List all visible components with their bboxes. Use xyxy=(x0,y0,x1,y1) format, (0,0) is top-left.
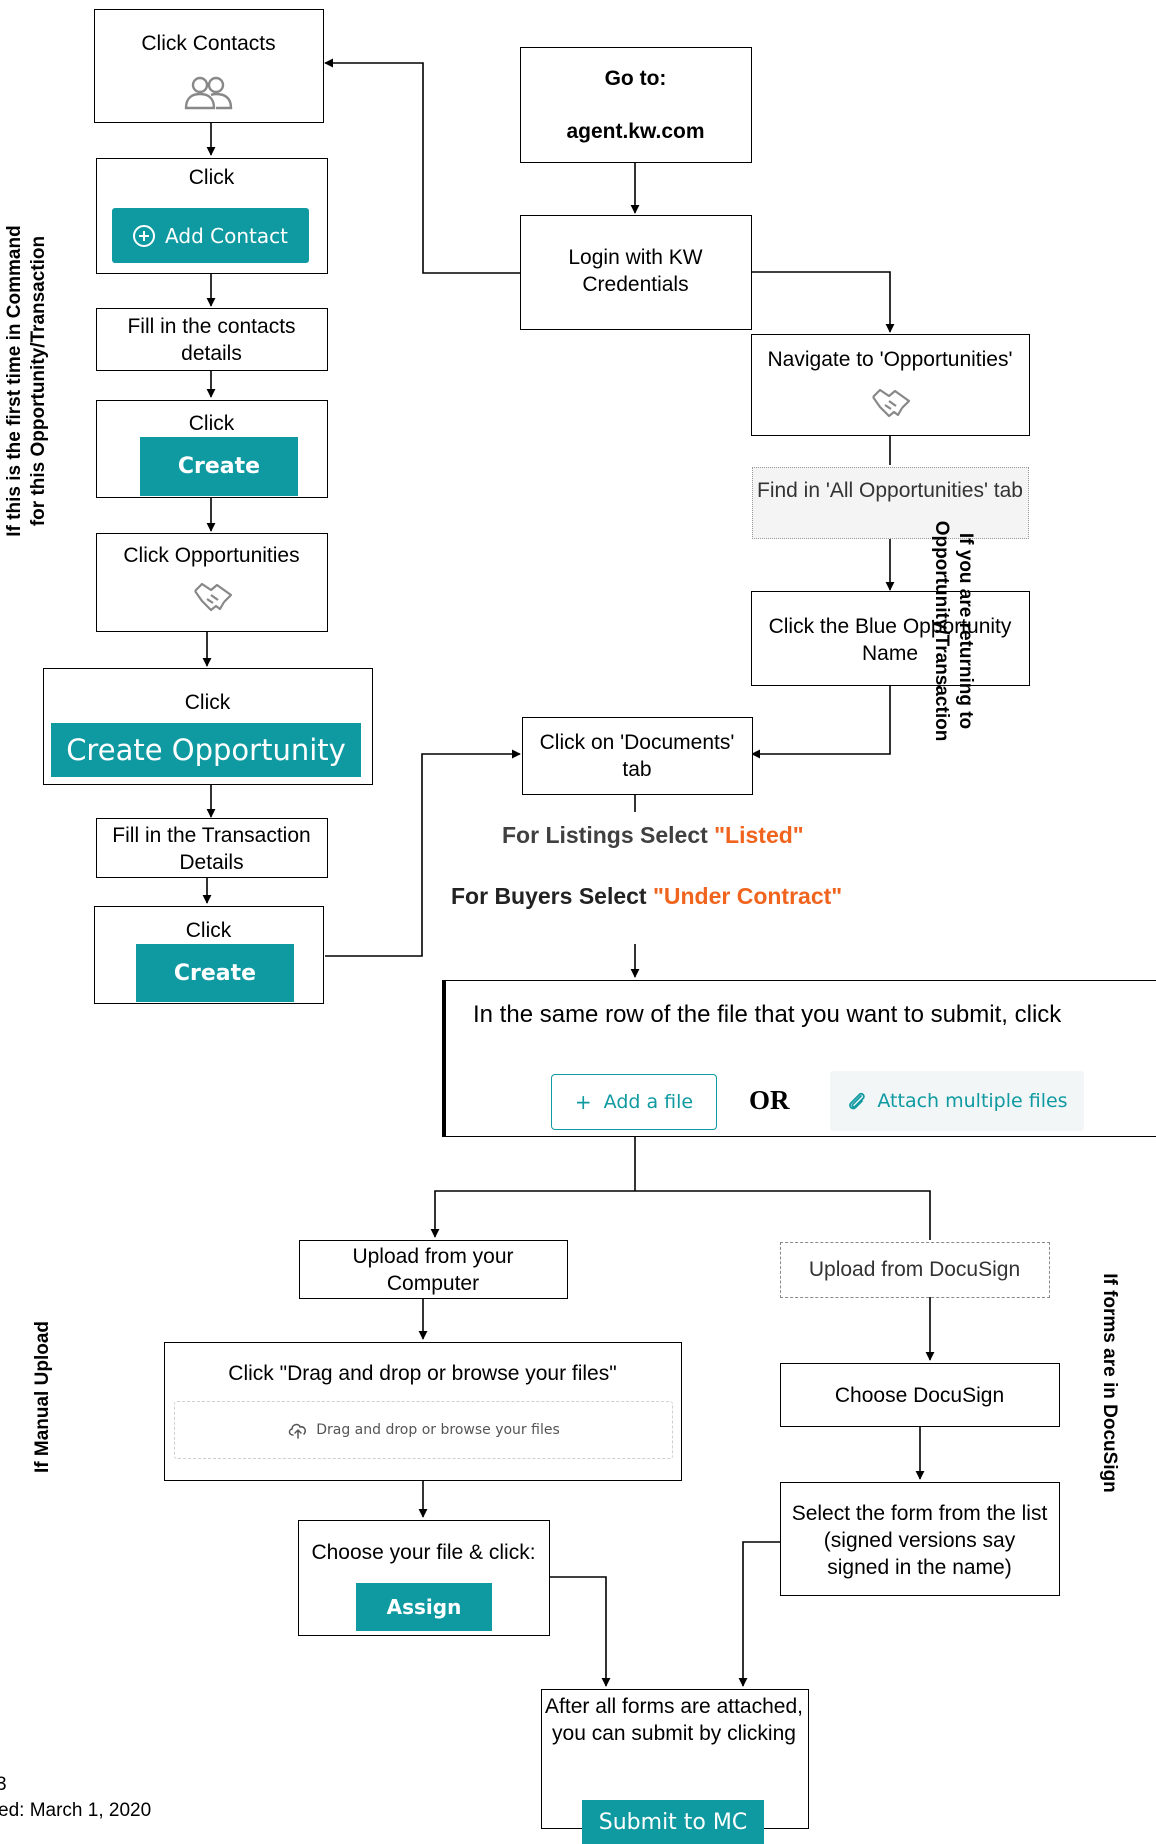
step-click-opportunities: Click Opportunities xyxy=(96,533,328,632)
step-same-row-text: In the same row of the file that you wan… xyxy=(473,1001,1062,1028)
create-opportunity-button[interactable]: Create Opportunity xyxy=(51,723,361,777)
step-choose-docusign: Choose DocuSign xyxy=(780,1363,1060,1427)
step-go-to: Go to: agent.kw.com xyxy=(520,47,752,163)
upload-cloud-icon xyxy=(288,1423,307,1439)
assign-button[interactable]: Assign xyxy=(356,1583,492,1631)
buyers-value: "Under Contract" xyxy=(652,883,843,909)
step-go-to-url: agent.kw.com xyxy=(566,120,705,143)
returning-label-line2: Opportunity/Transaction xyxy=(931,520,952,742)
step-click-create-2: Click Create xyxy=(94,906,324,1004)
footer-updated-date: ed: March 1, 2020 xyxy=(0,1800,152,1821)
first-time-label: If this is the first time in Command for… xyxy=(3,171,53,591)
step-upload-computer-text: Upload from your Computer xyxy=(352,1245,514,1295)
step-login-text: Login with KW Credentials xyxy=(568,246,703,296)
drag-drop-zone[interactable]: Drag and drop or browse your files xyxy=(174,1401,673,1459)
step-click-contacts: Click Contacts xyxy=(94,9,324,123)
create-button-2[interactable]: Create xyxy=(136,944,294,1002)
step-click-create-opportunity: Click Create Opportunity xyxy=(43,668,373,785)
handshake-icon xyxy=(872,388,911,418)
buyers-prefix: For Buyers Select xyxy=(451,883,653,909)
step-click-opportunities-text: Click Opportunities xyxy=(123,544,300,567)
step-click-add-contact: Click Add Contact xyxy=(96,158,328,274)
arrow-login-to-navigate xyxy=(752,271,895,333)
arrow-login-to-contacts xyxy=(324,58,520,274)
returning-label: If you are returning to Opportunity/Tran… xyxy=(927,481,977,781)
first-time-label-line1: If this is the first time in Command xyxy=(4,225,25,537)
first-time-label-line2: for this Opportunity/Transaction xyxy=(28,235,49,527)
step-click-add-contact-text: Click xyxy=(188,166,235,189)
buyers-instruction: For Buyers Select "Under Contract" xyxy=(451,883,842,910)
paperclip-icon xyxy=(849,1092,866,1110)
create-button-1[interactable]: Create xyxy=(140,437,298,496)
or-label: OR xyxy=(749,1085,790,1115)
returning-label-line1: If you are returning to xyxy=(955,532,976,730)
step-go-to-label: Go to: xyxy=(604,67,667,90)
step-fill-contacts: Fill in the contacts details xyxy=(96,308,328,371)
add-file-button-label: Add a file xyxy=(603,1091,694,1113)
step-click-create-opportunity-text: Click xyxy=(184,691,231,714)
arrow-select-to-after xyxy=(738,1541,780,1687)
step-choose-file-assign: Choose your file & click: Assign xyxy=(298,1520,550,1636)
step-upload-docusign-text: Upload from DocuSign xyxy=(808,1258,1021,1281)
step-navigate-opportunities-text: Navigate to 'Opportunities' xyxy=(767,348,1013,371)
step-select-form-text: Select the form from the list (signed ve… xyxy=(791,1502,1048,1579)
add-contact-button-label: Add Contact xyxy=(165,223,288,248)
attach-multiple-files-button[interactable]: Attach multiple files xyxy=(830,1071,1084,1131)
step-fill-transaction-text: Fill in the Transaction Details xyxy=(112,824,311,874)
step-find-all-opportunities: Find in 'All Opportunities' tab xyxy=(752,467,1029,539)
listings-prefix: For Listings Select xyxy=(502,822,715,848)
step-documents-tab: Click on 'Documents' tab xyxy=(522,717,753,795)
step-click-blue-opportunity: Click the Blue Opportunity Name xyxy=(751,591,1030,686)
step-fill-transaction: Fill in the Transaction Details xyxy=(96,818,328,878)
footer-page-number: 3 xyxy=(0,1774,7,1795)
line-split-to-docusign xyxy=(635,1190,931,1240)
step-choose-docusign-text: Choose DocuSign xyxy=(834,1384,1005,1407)
arrow-blue-to-documents xyxy=(751,685,891,759)
step-click-create-1-text: Click xyxy=(188,412,235,435)
attach-multiple-files-label: Attach multiple files xyxy=(877,1090,1068,1112)
manual-upload-label: If Manual Upload xyxy=(32,1321,53,1473)
step-drag-drop-text: Click "Drag and drop or browse your file… xyxy=(228,1362,617,1385)
step-click-contacts-text: Click Contacts xyxy=(141,32,276,55)
add-file-button[interactable]: + Add a file xyxy=(551,1074,717,1130)
add-circle-icon xyxy=(133,224,156,247)
step-choose-file-assign-text: Choose your file & click: xyxy=(311,1541,536,1564)
docusign-label: If forms are in DocuSign xyxy=(1099,1273,1120,1493)
step-upload-computer: Upload from your Computer xyxy=(299,1240,568,1299)
step-documents-tab-text: Click on 'Documents' tab xyxy=(539,731,735,781)
step-login: Login with KW Credentials xyxy=(520,215,752,330)
step-upload-docusign: Upload from DocuSign xyxy=(780,1242,1050,1298)
step-navigate-opportunities: Navigate to 'Opportunities' xyxy=(751,334,1030,436)
step-select-form: Select the form from the list (signed ve… xyxy=(780,1482,1060,1596)
step-drag-drop: Click "Drag and drop or browse your file… xyxy=(164,1342,682,1481)
listings-value: "Listed" xyxy=(714,822,804,848)
listings-instruction: For Listings Select "Listed" xyxy=(502,822,804,849)
plus-icon: + xyxy=(574,1090,592,1114)
drag-drop-zone-label: Drag and drop or browse your files xyxy=(316,1422,560,1438)
step-click-blue-opportunity-text: Click the Blue Opportunity Name xyxy=(768,615,1012,665)
step-after-all-forms: After all forms are attached, you can su… xyxy=(541,1689,809,1844)
arrow-create2-to-documents xyxy=(325,749,521,957)
add-contact-button[interactable]: Add Contact xyxy=(112,208,309,263)
step-click-create-2-text: Click xyxy=(185,919,232,942)
step-click-create-1: Click Create xyxy=(96,400,328,498)
step-fill-contacts-text: Fill in the contacts details xyxy=(127,315,296,365)
arrow-choose-to-after xyxy=(550,1576,611,1687)
handshake-icon xyxy=(194,582,233,612)
step-same-row: In the same row of the file that you wan… xyxy=(442,980,1156,1137)
step-find-all-opportunities-text: Find in 'All Opportunities' tab xyxy=(757,479,1023,502)
contacts-icon xyxy=(184,76,233,110)
step-after-all-forms-text: After all forms are attached, you can su… xyxy=(545,1695,803,1745)
submit-to-mc-button[interactable]: Submit to MC xyxy=(582,1800,764,1844)
arrow-split-to-computer xyxy=(430,1190,635,1238)
